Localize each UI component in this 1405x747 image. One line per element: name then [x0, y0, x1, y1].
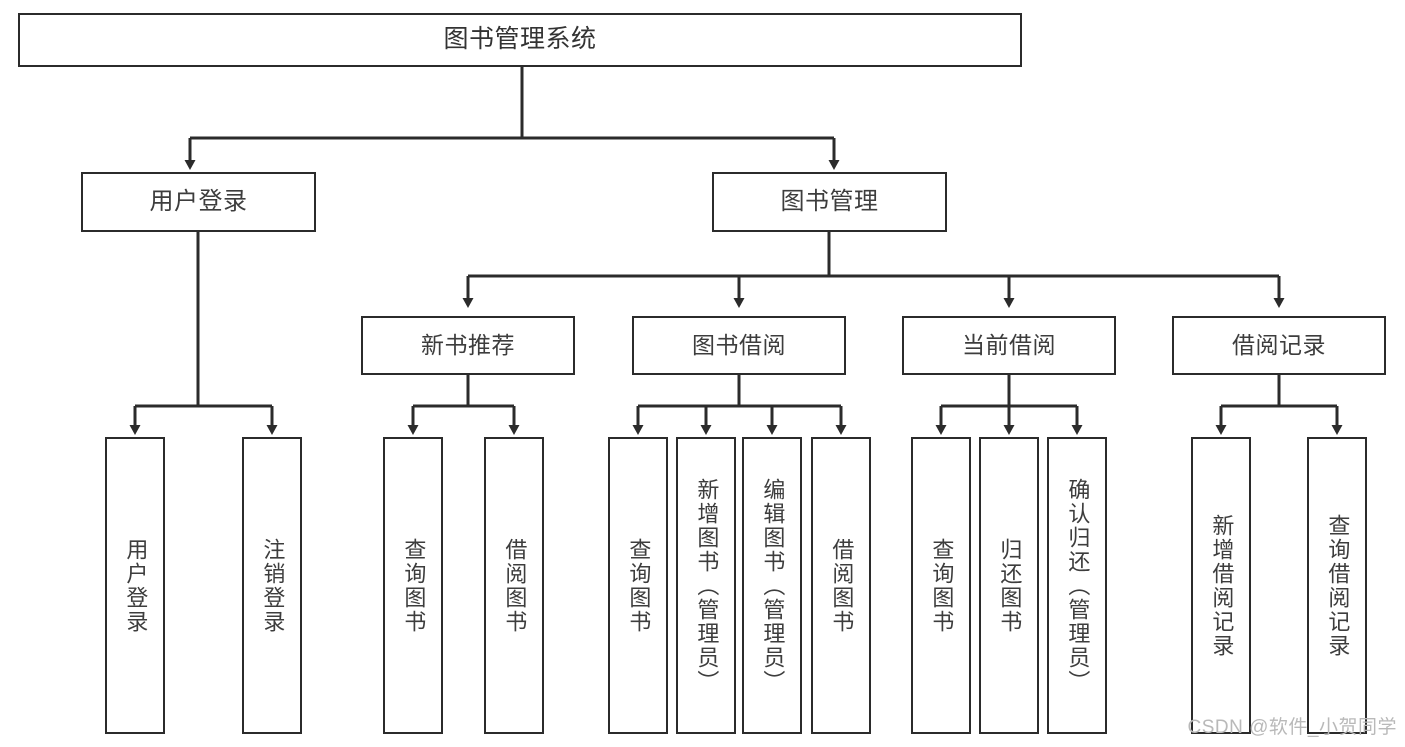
node-label: 借阅图书 [502, 537, 528, 634]
node-current-borrow[interactable]: 当前借阅 [902, 316, 1116, 375]
node-label: 查询图书 [929, 537, 955, 634]
node-label: 用户登录 [149, 187, 248, 215]
leaf-add-borrow-record[interactable]: 新增借阅记录 [1191, 437, 1251, 734]
leaf-query-book-recommend[interactable]: 查询图书 [383, 437, 443, 734]
node-label: 借阅记录 [1232, 331, 1326, 358]
leaf-query-borrow-record[interactable]: 查询借阅记录 [1307, 437, 1367, 734]
node-user-login[interactable]: 用户登录 [81, 172, 316, 232]
node-label: 新增图书（管理员） [694, 477, 720, 694]
leaf-borrow-book-recommend[interactable]: 借阅图书 [484, 437, 544, 734]
node-label: 图书借阅 [692, 331, 786, 358]
node-label: 当前借阅 [962, 331, 1056, 358]
node-root-system[interactable]: 图书管理系统 [18, 13, 1022, 67]
leaf-confirm-return-admin[interactable]: 确认归还（管理员） [1047, 437, 1107, 734]
node-label: 新增借阅记录 [1209, 513, 1235, 658]
leaf-borrow-book[interactable]: 借阅图书 [811, 437, 871, 734]
node-label: 注销登录 [260, 537, 286, 634]
node-borrow-record[interactable]: 借阅记录 [1172, 316, 1386, 375]
node-label: 确认归还（管理员） [1065, 477, 1091, 694]
leaf-logout[interactable]: 注销登录 [242, 437, 302, 734]
leaf-add-book-admin[interactable]: 新增图书（管理员） [676, 437, 736, 734]
node-label: 查询图书 [626, 537, 652, 634]
leaf-edit-book-admin[interactable]: 编辑图书（管理员） [742, 437, 802, 734]
node-label: 用户登录 [123, 537, 149, 634]
node-label: 查询图书 [401, 537, 427, 634]
leaf-user-login[interactable]: 用户登录 [105, 437, 165, 734]
leaf-query-book-borrow[interactable]: 查询图书 [608, 437, 668, 734]
node-new-book-recommend[interactable]: 新书推荐 [361, 316, 575, 375]
node-label: 归还图书 [997, 537, 1023, 634]
leaf-query-book-current[interactable]: 查询图书 [911, 437, 971, 734]
node-label: 图书管理系统 [443, 25, 597, 54]
node-label: 编辑图书（管理员） [760, 477, 786, 694]
node-label: 图书管理 [780, 187, 879, 215]
node-label: 新书推荐 [421, 331, 515, 358]
node-label: 查询借阅记录 [1325, 513, 1351, 658]
node-book-borrow[interactable]: 图书借阅 [632, 316, 846, 375]
node-label: 借阅图书 [829, 537, 855, 634]
node-book-management[interactable]: 图书管理 [712, 172, 947, 232]
leaf-return-book[interactable]: 归还图书 [979, 437, 1039, 734]
csdn-watermark: CSDN @软件_小贺同学 [1187, 717, 1397, 738]
